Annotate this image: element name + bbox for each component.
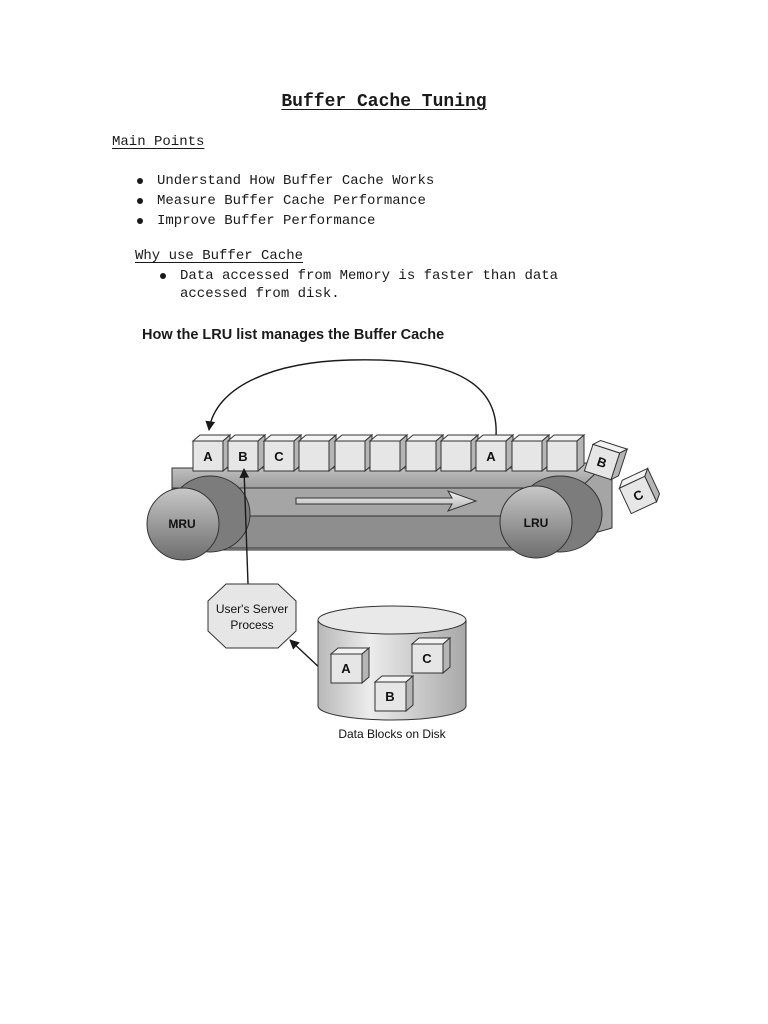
block-icon [297,433,338,473]
list-item: Improve Buffer Performance [135,212,655,232]
block-icon: C [262,433,303,473]
disk-blocks: A C B [329,636,452,713]
why-list: Data accessed from Memory is faster than… [158,267,628,303]
diagram-title: How the LRU list manages the Buffer Cach… [142,327,444,343]
block-icon: B [583,439,629,481]
disk-to-process-arrow [289,639,323,671]
belt-block-label: A [486,449,496,464]
mru-label: MRU [168,517,195,531]
list-item: Understand How Buffer Cache Works [135,172,655,192]
falling-blocks: B C [583,439,661,515]
lru-roller [499,475,603,559]
server-process-octagon [207,583,297,649]
direction-arrow [295,490,478,512]
block-icon [368,433,409,473]
lru-buffer-cache-diagram: How the LRU list manages the Buffer Cach… [142,327,661,741]
block-icon [545,433,586,473]
disk-block-label: B [385,689,394,704]
mru-roller [146,475,251,561]
block-icon [404,433,445,473]
block-icon [333,433,374,473]
process-label-line1: User's Server [216,602,288,616]
return-arrow [205,359,497,437]
belt-block-label: A [203,449,213,464]
process-to-cache-arrow [239,468,250,585]
block-icon: C [410,636,452,675]
why-use-buffer-cache-heading: Why use Buffer Cache [135,248,304,264]
disk-block-label: C [422,651,432,666]
block-icon [439,433,480,473]
disk-block-label: A [341,661,351,676]
process-label-line2: Process [230,618,273,632]
main-points-heading: Main Points [112,134,205,150]
list-item: Measure Buffer Cache Performance [135,192,655,212]
falling-block-label: B [595,454,609,471]
block-icon: A [191,433,232,473]
belt-block-label: C [274,449,284,464]
page-title: Buffer Cache Tuning [281,92,487,112]
main-points-list: Understand How Buffer Cache Works Measur… [135,172,655,232]
list-item: Data accessed from Memory is faster than… [158,267,628,303]
disk-label: Data Blocks on Disk [338,727,446,741]
block-icon [510,433,551,473]
block-icon: B [373,674,415,713]
block-icon: A [329,646,371,685]
block-icon: B [226,433,267,473]
lru-label: LRU [524,516,549,530]
belt-block-label: B [238,449,247,464]
block-icon: A [474,433,515,473]
block-icon: C [618,467,661,515]
belt-blocks: A B C [191,433,586,473]
